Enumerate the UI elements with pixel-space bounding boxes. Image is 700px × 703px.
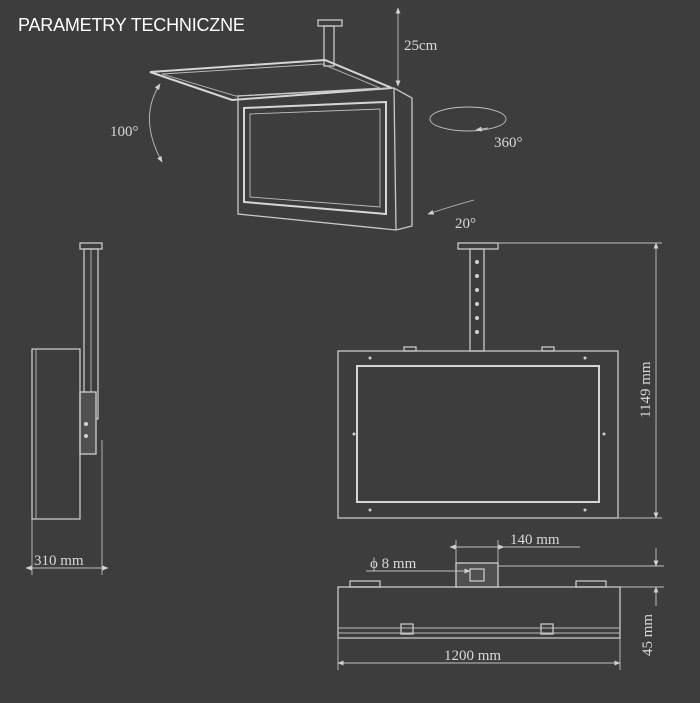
side-bracket xyxy=(79,391,97,455)
label-tilt: 20° xyxy=(455,216,476,232)
page-title: PARAMETRY TECHNICZNE xyxy=(18,15,245,35)
label-rotation: 360° xyxy=(494,135,523,151)
label-total-height: 1149 mm xyxy=(638,361,654,418)
front-mount-plate xyxy=(457,242,499,250)
side-housing xyxy=(31,348,81,520)
front-screen xyxy=(356,365,600,503)
side-mount-plate xyxy=(79,242,103,250)
front-pole xyxy=(469,248,485,352)
label-top-thickness: 45 mm xyxy=(640,614,656,656)
mount-pole xyxy=(323,25,335,67)
top-mount-block xyxy=(455,562,499,588)
side-view xyxy=(25,242,109,575)
label-total-width: 1200 mm xyxy=(444,648,501,664)
front-view xyxy=(337,242,662,519)
label-pole-diameter: ϕ 8 mm xyxy=(370,556,417,572)
label-height-adjust: 25cm xyxy=(404,38,438,54)
top-housing xyxy=(337,586,621,639)
top-view xyxy=(337,540,664,670)
front-housing xyxy=(337,350,619,519)
label-mount-width: 140 mm xyxy=(510,532,560,548)
label-side-depth: 310 mm xyxy=(34,553,84,569)
perspective-view xyxy=(149,7,507,231)
label-tilt-open: 100° xyxy=(110,124,139,140)
screen-frame xyxy=(243,100,387,216)
ceiling-mount-plate xyxy=(317,19,343,27)
